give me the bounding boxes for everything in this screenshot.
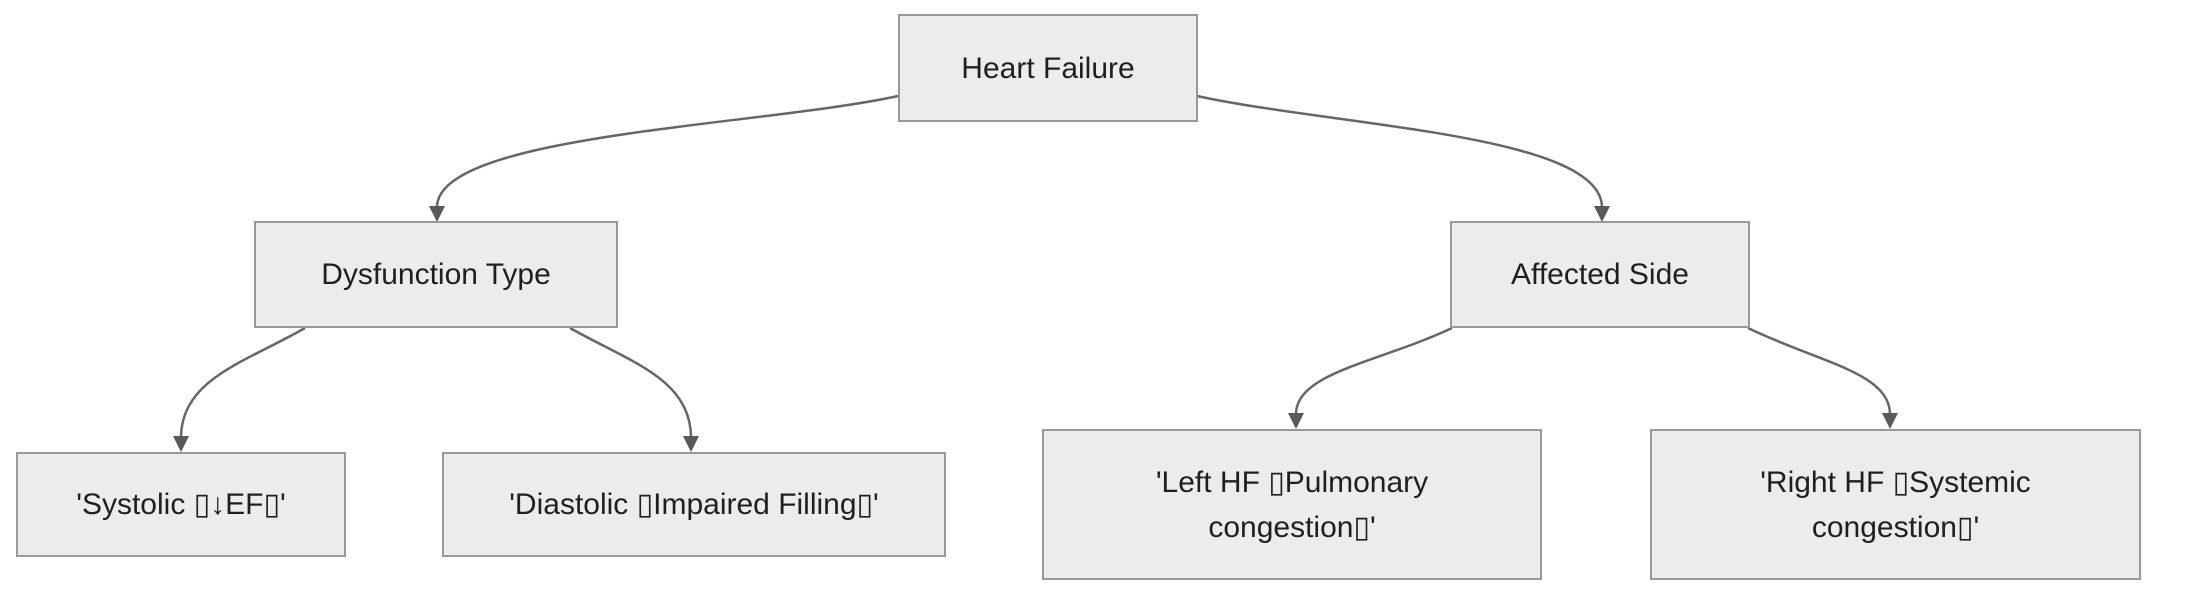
node-right-hf-label: 'Right HF ▯Systemic congestion▯'	[1760, 465, 2031, 544]
node-dysfunction-type: Dysfunction Type	[254, 221, 618, 328]
arrowhead-dysfunction-type	[429, 206, 445, 222]
edge-dysfunction-type-to-systolic	[179, 326, 306, 437]
edge-heart-failure-to-dysfunction-type	[435, 94, 899, 207]
edge-dysfunction-type-to-diastolic	[569, 326, 693, 437]
arrowhead-right-hf	[1882, 413, 1898, 429]
node-heart-failure: Heart Failure	[898, 14, 1198, 122]
node-affected-side-label: Affected Side	[1511, 258, 1689, 291]
node-affected-side: Affected Side	[1450, 221, 1750, 328]
edge-heart-failure-to-affected-side	[1196, 94, 1604, 207]
arrowhead-diastolic	[683, 436, 699, 452]
node-systolic-label: 'Systolic ▯↓EF▯'	[76, 488, 286, 521]
node-diastolic: 'Diastolic ▯Impaired Filling▯'	[442, 452, 946, 557]
node-left-hf-label: 'Left HF ▯Pulmonary congestion▯'	[1155, 465, 1429, 544]
node-left-hf: 'Left HF ▯Pulmonary congestion▯'	[1042, 429, 1542, 580]
arrowhead-affected-side	[1594, 206, 1610, 222]
arrowhead-systolic	[173, 436, 189, 452]
node-right-hf: 'Right HF ▯Systemic congestion▯'	[1650, 429, 2141, 580]
arrowhead-left-hf	[1288, 413, 1304, 429]
edge-affected-side-to-right-hf	[1747, 326, 1892, 414]
edge-affected-side-to-left-hf	[1294, 326, 1453, 414]
node-diastolic-label: 'Diastolic ▯Impaired Filling▯'	[509, 488, 879, 521]
node-systolic: 'Systolic ▯↓EF▯'	[16, 452, 346, 557]
node-heart-failure-label: Heart Failure	[961, 51, 1135, 85]
node-dysfunction-type-label: Dysfunction Type	[321, 258, 551, 291]
